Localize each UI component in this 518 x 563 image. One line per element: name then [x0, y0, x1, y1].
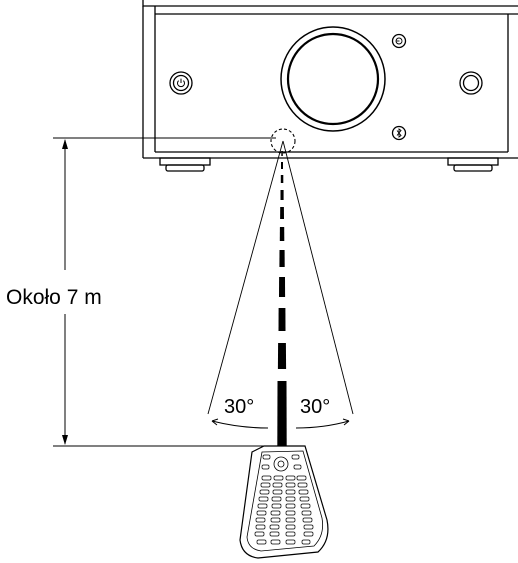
power-button	[169, 71, 193, 95]
angle-arc-left	[211, 420, 269, 429]
remote-button-grid	[254, 475, 314, 545]
arc-arrow-right	[342, 418, 350, 426]
device-foot-left	[159, 157, 211, 172]
volume-knob	[280, 26, 386, 132]
cone-edge-left	[207, 140, 284, 415]
angle-label-right: 30°	[300, 396, 330, 418]
signal-cone	[207, 140, 354, 415]
distance-dimension	[53, 137, 276, 447]
device-top-edge	[142, 0, 518, 7]
angle-arcs	[211, 418, 350, 429]
angle-arc-right	[295, 420, 350, 429]
arrowhead-down	[62, 435, 68, 445]
input-icon	[395, 37, 403, 45]
ir-beam	[277, 151, 287, 446]
remote-dpad	[273, 456, 289, 472]
device-foot-right	[447, 157, 499, 172]
distance-label: Około 7 m	[6, 286, 102, 309]
arc-arrow-left	[211, 418, 219, 426]
cone-edge-right	[282, 140, 354, 415]
arrowhead-up	[62, 139, 68, 149]
right-button	[459, 71, 483, 95]
remote-top-buttons	[261, 454, 302, 470]
power-icon	[177, 78, 185, 88]
ir-sensor	[270, 128, 296, 154]
bluetooth-button	[391, 125, 407, 141]
bluetooth-icon	[396, 128, 402, 138]
amplifier-device	[142, 0, 518, 172]
remote-inner-edge	[246, 450, 324, 552]
angle-label-left: 30°	[224, 396, 254, 418]
remote-control	[239, 445, 329, 559]
input-button	[391, 33, 407, 49]
remote-body	[239, 445, 329, 559]
